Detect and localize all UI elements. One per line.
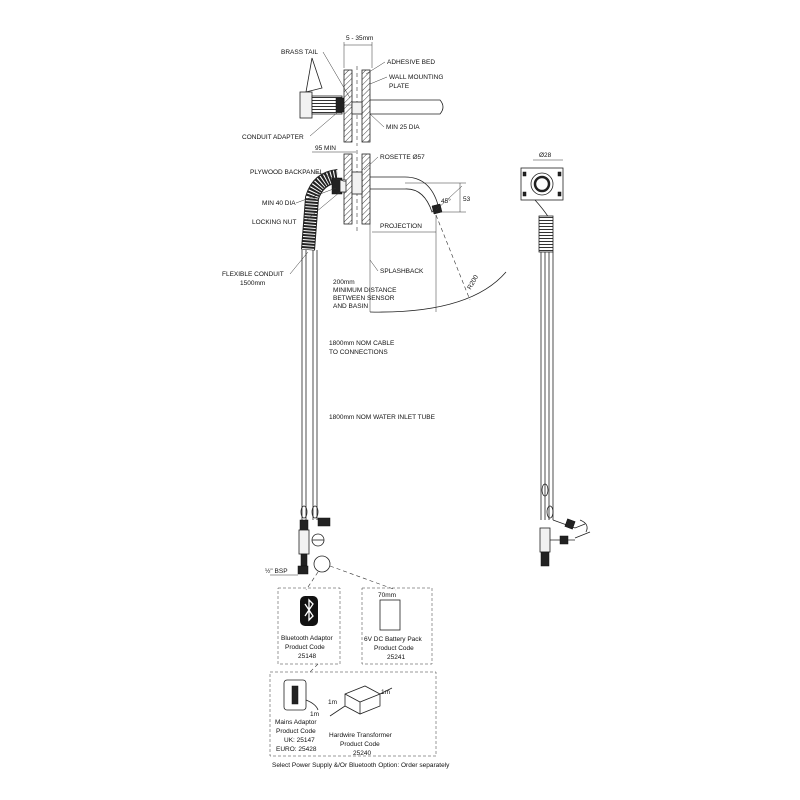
cable-note-2: TO CONNECTIONS (329, 349, 388, 356)
splashback-label: SPLASHBACK (380, 268, 424, 275)
cable-note-1: 1800mm NOM CABLE (329, 340, 395, 347)
flex-conduit-label-1: FLEXIBLE CONDUIT (222, 271, 284, 278)
gap-label: 5 - 35mm (346, 35, 373, 42)
sensor-note-2: MINIMUM DISTANCE (333, 287, 397, 294)
angle-label: 45° (441, 197, 451, 205)
mains-line-2: Product Code (276, 728, 316, 735)
sensor-note-1: 200mm (333, 279, 355, 286)
wall-section-lower (301, 150, 443, 251)
hardwire-line-3: 25240 (353, 750, 371, 757)
bluetooth-box: Bluetooth Adaptor Product Code 25148 (277, 587, 341, 665)
footer-note: Select Power Supply &/Or Bluetooth Optio… (272, 762, 450, 769)
adhesive-bed-label: ADHESIVE BED (387, 59, 435, 66)
r200-label: R200 (466, 274, 480, 291)
hardwire-dim-1: 1m (328, 699, 337, 706)
rosette-label: ROSETTE Ø57 (380, 154, 425, 161)
dim53-label: 53 (463, 196, 471, 203)
projection-label: PROJECTION (380, 223, 422, 230)
wall-plate-label-2: PLATE (389, 83, 410, 90)
min40-label: MIN 40 DIA (262, 200, 296, 207)
wall-plate-label-1: WALL MOUNTING (389, 74, 443, 81)
hardwire-dim-2: 1m (381, 689, 390, 696)
gap-dimension (343, 42, 373, 68)
flex-conduit-label-2: 1500mm (240, 280, 265, 287)
water-tube-note: 1800mm NOM WATER INLET TUBE (329, 414, 436, 421)
mains-line-3: UK: 25147 (284, 737, 315, 744)
locking-nut-label: LOCKING NUT (252, 219, 296, 226)
power-supply-box: 1m Mains Adaptor Product Code UK: 25147 … (269, 671, 437, 757)
battery-box: 70mm 6V DC Battery Pack Product Code 252… (361, 587, 433, 665)
hardwire-line-1: Hardwire Transformer (329, 732, 393, 739)
mains-line-4: EURO: 25428 (276, 746, 317, 753)
sensor-note-3: BETWEEN SENSOR (333, 295, 395, 302)
dia28-label: Ø28 (539, 152, 552, 159)
bluetooth-line-1: Bluetooth Adaptor (281, 635, 334, 642)
sensor-note-4: AND BASIN (333, 303, 368, 310)
hardwire-line-2: Product Code (340, 741, 380, 748)
bluetooth-line-3: 25148 (298, 653, 316, 660)
battery-line-2: Product Code (374, 645, 414, 652)
side-view: Ø28 (520, 152, 591, 567)
battery-dim-label: 70mm (378, 592, 396, 599)
bluetooth-line-2: Product Code (285, 644, 325, 651)
min25-label: MIN 25 DIA (386, 124, 420, 131)
mains-dim-label: 1m (310, 711, 319, 718)
battery-line-3: 25241 (387, 654, 405, 661)
brass-tail-label: BRASS TAIL (281, 49, 318, 56)
bsp-label: ½" BSP (265, 567, 288, 575)
mains-line-1: Mains Adaptor (275, 719, 317, 726)
battery-line-1: 6V DC Battery Pack (364, 636, 423, 643)
plywood-label: PLYWOOD BACKPANEL (250, 169, 323, 176)
wall-section-upper (299, 57, 444, 146)
min95-label: 95 MIN (315, 145, 336, 152)
left-tubes (297, 250, 331, 575)
conduit-adapter-label: CONDUIT ADAPTER (242, 134, 304, 141)
